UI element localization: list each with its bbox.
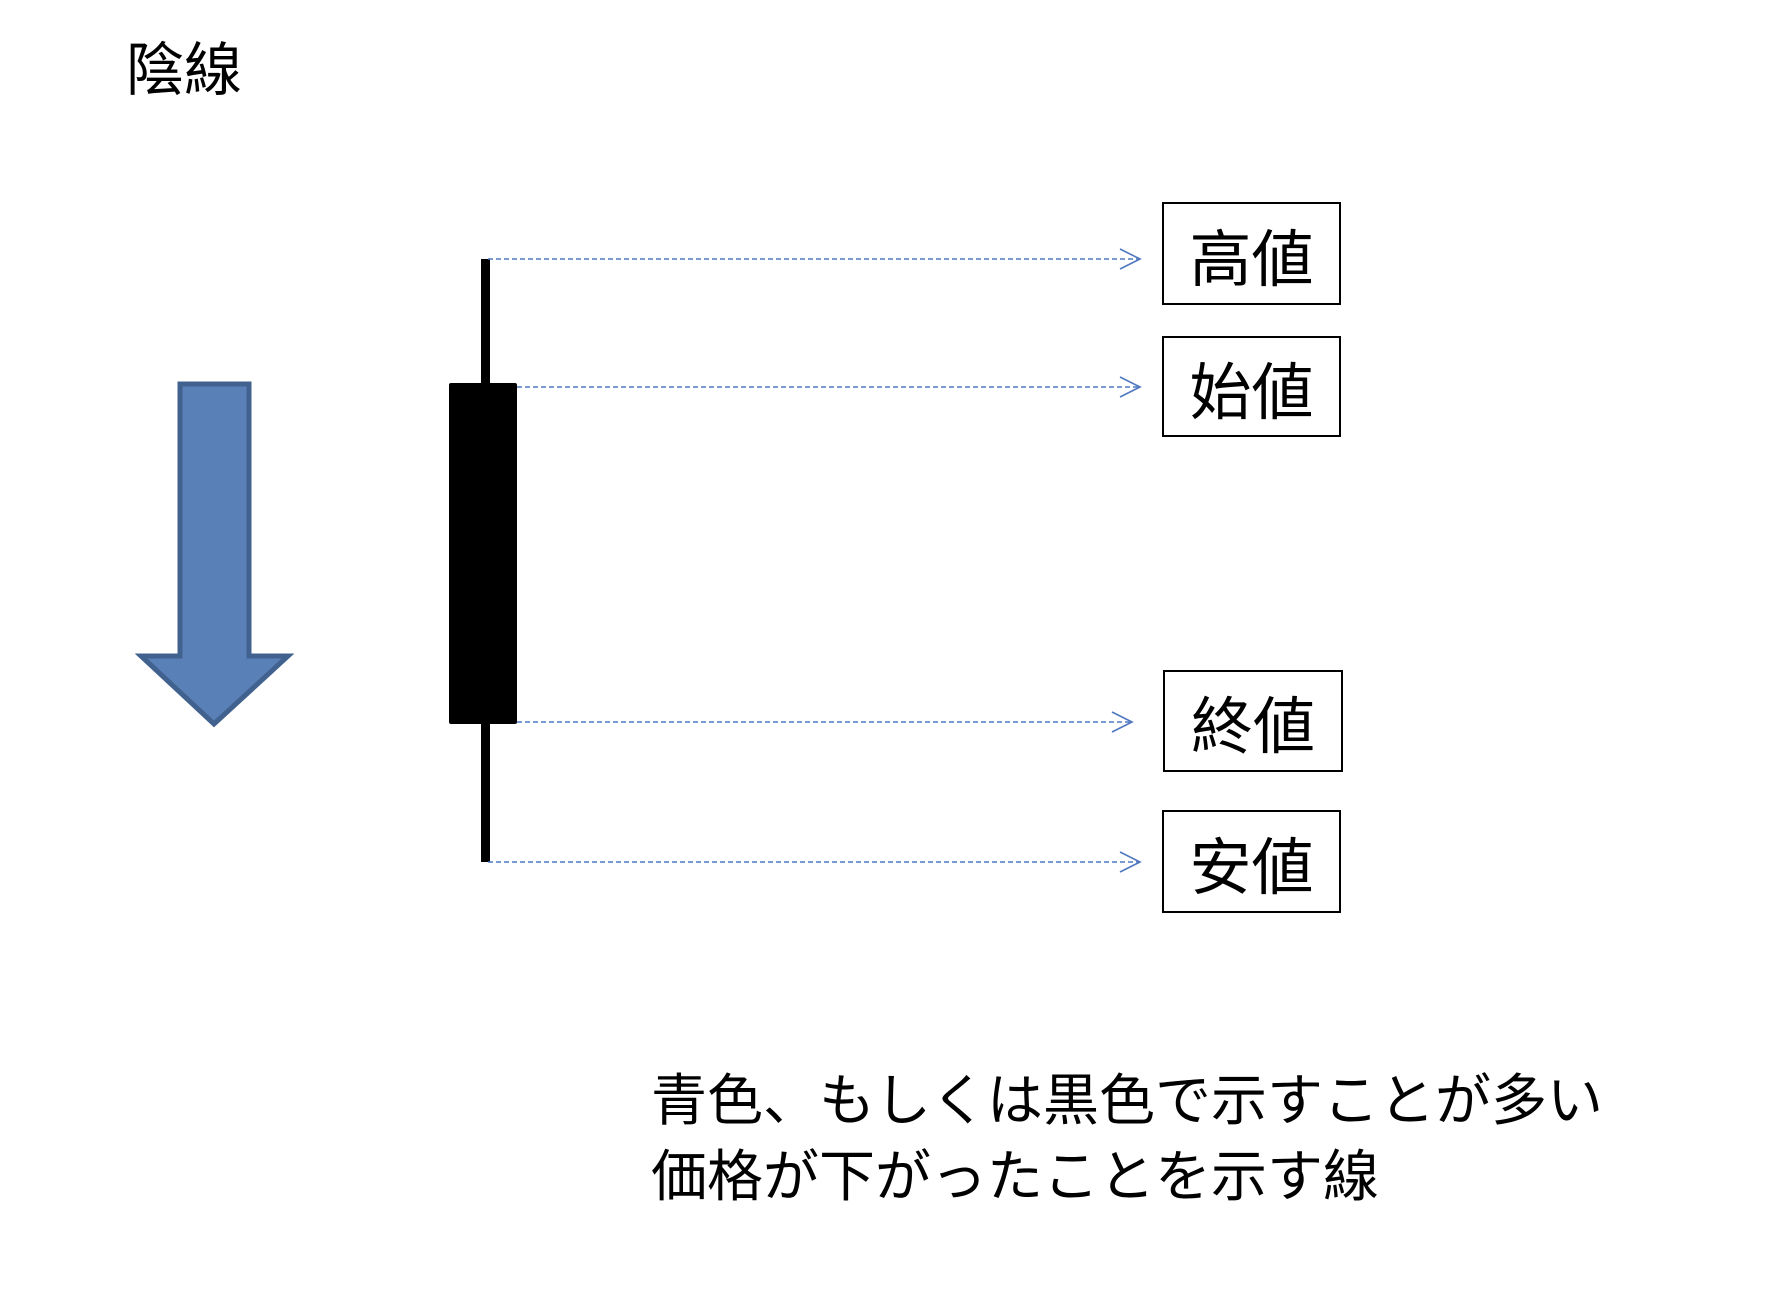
candle-body xyxy=(449,383,517,724)
caption: 青色、もしくは黒色で示すことが多い 価格が下がったことを示す線 xyxy=(651,1064,1603,1216)
arrowhead-low xyxy=(1119,851,1142,873)
label-open: 始値 xyxy=(1162,336,1341,437)
label-high: 高値 xyxy=(1162,202,1341,305)
down-arrow-icon xyxy=(134,381,295,728)
caption-line-2: 価格が下がったことを示す線 xyxy=(651,1145,1379,1210)
slide-title: 陰線 xyxy=(126,36,243,104)
label-close: 終値 xyxy=(1163,670,1343,772)
arrowhead-high xyxy=(1119,248,1142,270)
label-low: 安値 xyxy=(1162,810,1341,913)
arrowhead-open xyxy=(1119,376,1142,398)
arrowhead-close xyxy=(1111,711,1134,733)
caption-line-1: 青色、もしくは黒色で示すことが多い xyxy=(651,1069,1603,1134)
